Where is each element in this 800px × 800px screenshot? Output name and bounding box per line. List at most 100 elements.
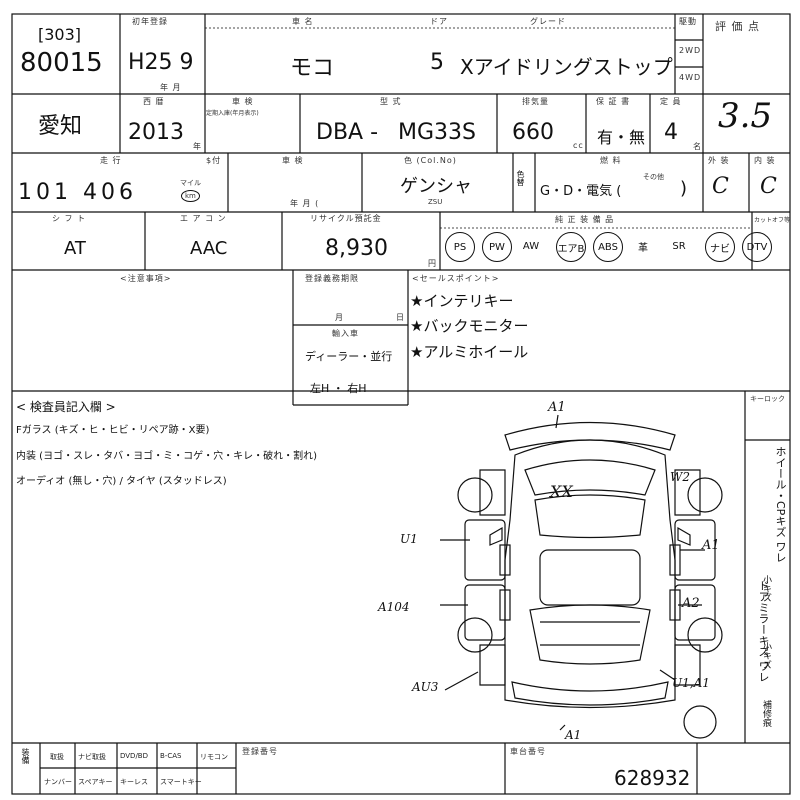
aircon-value: AAC	[190, 238, 228, 259]
damage-mark-front: A1	[548, 400, 566, 415]
registration-value: H25 9	[128, 50, 194, 75]
bottom-cell-8: キーレス	[120, 778, 148, 786]
bottom-cell-5: リモコン	[200, 753, 228, 761]
drive-4wd: 4WD	[679, 73, 702, 82]
color-code: ZSU	[428, 198, 443, 206]
equipment-item: PS	[445, 232, 475, 262]
equipment-item: AW	[522, 240, 540, 252]
meter-label: $付	[206, 156, 222, 165]
score-label: 評 価 点	[715, 20, 760, 33]
damage-mark-right-rear-door: A2	[682, 596, 700, 611]
cutoff-label: カットオフ等	[754, 217, 791, 224]
bottom-side-label: 装備	[21, 748, 30, 764]
car-name-label: 車 名	[292, 17, 314, 26]
interior-value: C	[760, 174, 777, 199]
mileage-unit-km: km	[181, 190, 200, 202]
bottom-cell-1: 取扱	[50, 753, 64, 761]
damage-mark-roof: XX	[550, 482, 573, 501]
chassis-value: 628932	[614, 766, 691, 790]
recycle-value: 8,930	[325, 236, 388, 261]
damage-mark-right-front-door: A1	[702, 538, 720, 553]
selling-point-1: ★インテリキー	[410, 292, 514, 310]
equipment-item: DTV	[742, 232, 772, 262]
color-change-label: 色替	[516, 170, 525, 186]
lot-number: 80015	[20, 48, 103, 78]
inspector-line-3: オーディオ (無し・穴) / タイヤ (スタッドレス)	[16, 476, 227, 487]
chassis-label: 車台番号	[510, 747, 546, 756]
bottom-cell-3: DVD/BD	[120, 752, 148, 760]
region: 愛知	[38, 114, 83, 139]
equipment-item: ABS	[593, 232, 623, 262]
inspector-line-2: 内装 (ヨゴ・スレ・タバ・ヨゴ・ミ・コゲ・穴・キレ・破れ・割れ)	[16, 451, 317, 462]
side-note-4: 小キズ	[761, 642, 771, 669]
car-name: モコ	[290, 56, 335, 81]
side-note-3: 小キズ	[761, 575, 771, 602]
registration-label: 初年登録	[132, 17, 168, 26]
auction-code: [303]	[38, 25, 82, 44]
side-note-1: ホイール・CPキズ ワレ	[774, 446, 787, 563]
damage-mark-left-rear-door: A104	[378, 600, 410, 614]
damage-mark-left-front-door: U1	[400, 532, 418, 546]
exterior-label: 外 装	[708, 156, 730, 165]
displacement-unit: cc	[573, 141, 584, 150]
damage-mark-right-rear: U1,A1	[672, 676, 710, 690]
notes-label: <注意事項>	[120, 274, 172, 283]
equipment-item: SR	[672, 240, 686, 252]
registration-expiry-day: 日	[396, 313, 405, 322]
inspector-label: < 検査員記入欄 >	[16, 400, 116, 414]
import-label: 輸入車	[332, 329, 359, 338]
recycle-label: リサイクル預託金	[310, 214, 382, 223]
reg-number-label: 登録番号	[242, 747, 278, 756]
year-value: 2013	[128, 120, 184, 145]
bottom-cell-9: スマートキー	[160, 778, 202, 786]
damage-mark-rear: A1	[565, 728, 582, 742]
fuel-other: その他	[643, 173, 664, 181]
year-unit: 年	[193, 142, 202, 151]
import-value: ディーラー・並行	[305, 350, 393, 363]
warranty-label: 保 証 書	[596, 97, 631, 106]
drive-2wd: 2WD	[679, 46, 702, 55]
selling-points-label: <セールスポイント>	[412, 274, 500, 283]
bottom-cell-2: ナビ取扱	[78, 753, 106, 761]
year-label: 西 暦	[143, 97, 165, 106]
mileage-unit-mile: マイル	[180, 179, 201, 187]
drive-label: 駆動	[679, 17, 697, 26]
selling-point-2: ★バックモニター	[410, 317, 529, 335]
side-note-5: 補修痕	[761, 700, 771, 727]
registration-expiry-label: 登録義務期限	[305, 274, 359, 283]
selling-point-3: ★アルミホイール	[410, 343, 529, 361]
capacity-label: 定 員	[660, 97, 682, 106]
car-damage-diagram	[440, 414, 723, 739]
aircon-label: エ ア コ ン	[180, 214, 227, 223]
displacement-label: 排気量	[522, 97, 549, 106]
color-value: ゲンシャ	[400, 176, 472, 197]
bottom-cell-7: スペアキー	[78, 778, 113, 786]
car-doors: 5	[430, 50, 444, 75]
doors-label: ドア	[430, 17, 448, 26]
type-label: 型 式	[380, 97, 402, 106]
displacement-value: 660	[512, 120, 554, 145]
capacity-value: 4	[664, 120, 678, 145]
color-label: 色 (Col.No)	[404, 156, 457, 165]
type-prefix: DBA -	[316, 120, 379, 145]
capacity-unit: 名	[693, 142, 702, 151]
shift-value: AT	[64, 238, 86, 259]
equipment-item: PW	[482, 232, 512, 262]
fuel-label: 燃 料	[600, 156, 622, 165]
warranty-value: 有・無	[597, 128, 646, 147]
exterior-value: C	[712, 174, 729, 199]
recycle-unit: 円	[428, 259, 437, 268]
shift-label: シ フ ト	[52, 214, 87, 223]
import-steering: 左H ・ 右H	[310, 382, 367, 395]
equipment-item: エアB	[556, 232, 586, 262]
mileage-label: 走 行	[100, 156, 122, 165]
equipment-item: ナビ	[705, 232, 735, 262]
equipment-label: 純 正 装 備 品	[555, 215, 615, 224]
inspection-sub: 定期入庫(年月表示)	[206, 110, 259, 117]
type-model: MG33S	[398, 120, 476, 145]
registration-expiry-month: 月	[335, 313, 344, 322]
interior-label: 内 装	[754, 156, 776, 165]
bottom-cell-4: B-CAS	[160, 752, 182, 760]
fuel-options: G・D・電気 (	[540, 184, 622, 199]
